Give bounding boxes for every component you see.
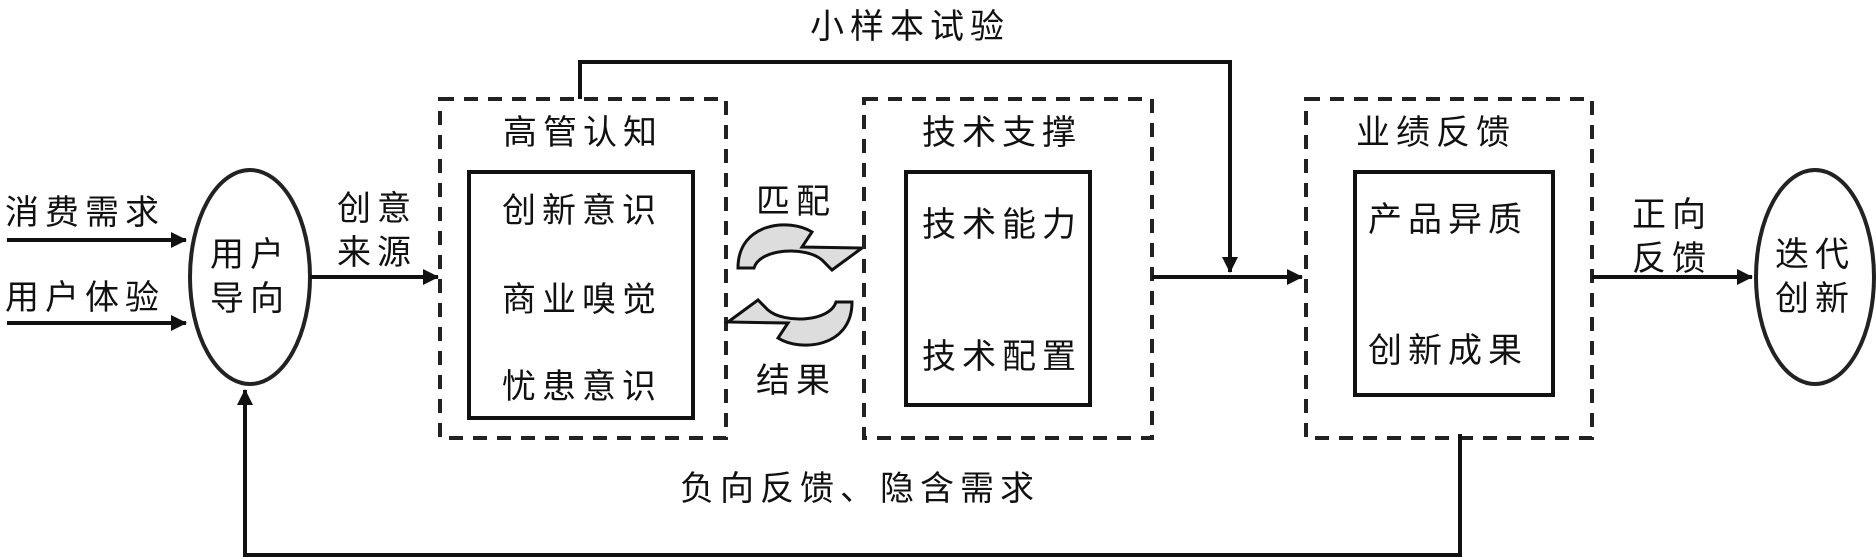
tech-support-inner xyxy=(904,170,1092,407)
user-orientation-line1: 用户 xyxy=(210,235,290,275)
executive-cognition-item: 创新意识 xyxy=(502,191,662,231)
executive-cognition-item: 忧患意识 xyxy=(502,367,662,407)
positive-feedback-line1: 正向 xyxy=(1632,195,1712,235)
tech-support-item: 技术配置 xyxy=(922,337,1082,377)
performance-feedback-inner xyxy=(1353,170,1555,397)
consumer-demand-label: 消费需求 xyxy=(5,193,165,233)
negative-feedback-label: 负向反馈、隐含需求 xyxy=(680,469,1040,509)
idea-source-label: 创意 来源 xyxy=(332,187,422,275)
user-orientation-line2: 导向 xyxy=(210,279,290,319)
iterative-innovation-line1: 迭代 xyxy=(1775,235,1855,275)
match-label: 匹配 xyxy=(756,182,836,222)
performance-feedback-group xyxy=(1304,97,1594,440)
performance-feedback-item: 产品异质 xyxy=(1368,200,1528,240)
executive-cognition-item: 商业嗅觉 xyxy=(502,280,662,320)
tech-support-group xyxy=(862,97,1154,440)
user-experience-label: 用户体验 xyxy=(5,278,165,318)
tech-support-item: 技术能力 xyxy=(922,205,1082,245)
iterative-innovation-line2: 创新 xyxy=(1775,279,1855,319)
executive-cognition-inner xyxy=(467,170,695,420)
small-sample-test-path xyxy=(578,60,1238,273)
tech-support-title: 技术支撑 xyxy=(922,113,1082,153)
idea-source-line1: 创意 xyxy=(337,189,417,229)
executive-cognition-title: 高管认知 xyxy=(503,113,663,153)
executive-cognition-group xyxy=(438,97,728,440)
performance-feedback-item: 创新成果 xyxy=(1368,331,1528,371)
positive-feedback-line2: 反馈 xyxy=(1632,239,1712,279)
iterative-innovation-node xyxy=(1754,168,1876,386)
result-label: 结果 xyxy=(756,361,836,401)
small-sample-test-label: 小样本试验 xyxy=(810,7,1010,47)
positive-feedback-label: 正向 反馈 xyxy=(1622,193,1722,281)
match-cycle-arrow xyxy=(736,223,867,272)
negative-feedback-path xyxy=(237,389,1462,557)
iterative-innovation-label: 迭代 创新 xyxy=(1770,233,1860,321)
performance-feedback-title: 业绩反馈 xyxy=(1356,113,1516,153)
user-orientation-label: 用户 导向 xyxy=(205,233,295,321)
result-cycle-arrow xyxy=(723,298,854,347)
idea-source-line2: 来源 xyxy=(337,233,417,273)
